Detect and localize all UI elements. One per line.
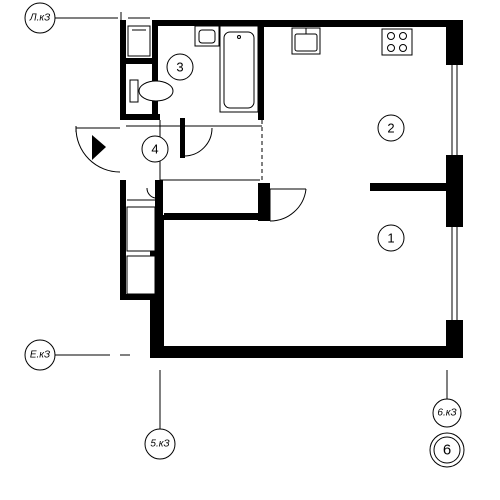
svg-text:2: 2 (387, 121, 394, 136)
axis-lines (55, 12, 448, 430)
room-label-2: 2 (377, 114, 405, 142)
door-entry (75, 126, 121, 173)
axis-marker-e-k3: Е.кЗ (24, 339, 56, 371)
door-room-1 (269, 188, 307, 222)
door-small (146, 187, 156, 199)
kitchen-sink-icon (291, 27, 321, 55)
svg-text:6: 6 (443, 442, 451, 459)
axis-marker-l-k3: Л.кЗ (24, 2, 56, 34)
walls (120, 20, 463, 358)
sink-icon (194, 25, 220, 47)
svg-text:3: 3 (176, 60, 183, 75)
axis-marker-6: 6 (429, 432, 465, 468)
interior-lines (126, 25, 263, 295)
room-label-1: 1 (377, 224, 405, 252)
axis-marker-6-k3: 6.кЗ (432, 398, 462, 428)
room-label-4: 4 (141, 135, 169, 163)
svg-text:1: 1 (387, 231, 394, 246)
toilet-icon (129, 79, 174, 103)
windows (451, 65, 458, 320)
room-label-3: 3 (166, 53, 194, 81)
bathtub-icon (219, 25, 259, 113)
door-room-4 (183, 127, 213, 157)
svg-text:Е.кЗ: Е.кЗ (30, 350, 50, 361)
svg-text:6.кЗ: 6.кЗ (437, 408, 456, 419)
svg-text:4: 4 (151, 142, 158, 157)
svg-text:5.кЗ: 5.кЗ (150, 439, 169, 450)
svg-text:Л.кЗ: Л.кЗ (29, 13, 51, 24)
entry-arrow-icon (92, 135, 106, 160)
axis-marker-5-k3: 5.кЗ (144, 428, 176, 460)
stove-icon (381, 28, 413, 56)
